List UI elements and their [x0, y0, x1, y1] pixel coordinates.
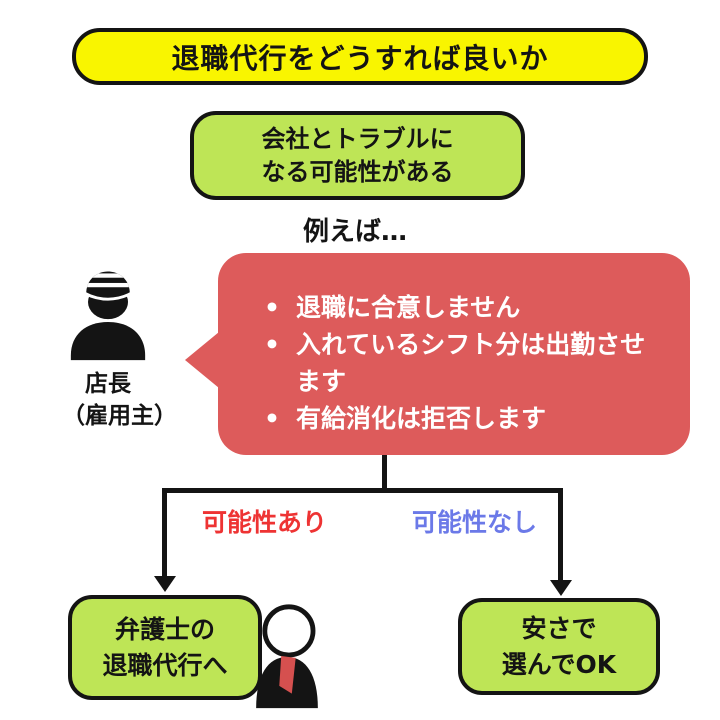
list-item: • 有給消化は拒否します — [264, 400, 662, 437]
bullet-icon: • — [264, 293, 280, 322]
bubble-item-2: 入れているシフト分は出勤させます — [296, 330, 646, 396]
title-box: 退職代行をどうすれば良いか — [72, 28, 648, 85]
connector-right-vertical — [558, 488, 563, 582]
speech-bullet-list: • 退職に合意しません • 入れているシフト分は出勤させます • 有給消化は拒否… — [218, 253, 690, 437]
branch-label-not-possible: 可能性なし — [412, 508, 538, 537]
bullet-icon: • — [264, 330, 280, 359]
leaf-left-line-1: 弁護士の — [114, 614, 215, 644]
bullet-icon: • — [264, 404, 280, 433]
lawyer-person-icon — [252, 602, 322, 714]
bubble-item-3: 有給消化は拒否します — [296, 404, 547, 433]
manager-cap-person-icon — [65, 271, 151, 366]
speech-bubble-tail — [185, 332, 219, 388]
list-item: • 入れているシフト分は出勤させます — [264, 326, 662, 400]
leaf-left-line-2: 退職代行へ — [102, 650, 228, 680]
example-label: 例えば… — [303, 217, 408, 247]
arrow-down-right-icon — [550, 580, 572, 596]
manager-name: 店長 — [85, 371, 131, 397]
arrow-down-left-icon — [154, 576, 176, 592]
connector-stub — [382, 455, 387, 492]
page-title: 退職代行をどうすれば良いか — [171, 41, 549, 75]
connector-horizontal — [162, 488, 563, 493]
leaf-right-line-2: 選んでOK — [501, 649, 617, 679]
manager-figure: 店長 （雇用主） — [62, 262, 177, 430]
leaf-right-line-1: 安さで — [521, 613, 597, 643]
premise-line-2: なる可能性がある — [261, 157, 454, 186]
connector-left-vertical — [162, 488, 167, 578]
leaf-box-lawyer: 弁護士の 退職代行へ — [68, 595, 262, 700]
manager-role: （雇用主） — [62, 403, 177, 429]
leaf-box-cheap: 安さで 選んでOK — [458, 598, 660, 695]
premise-box: 会社とトラブルに なる可能性がある — [190, 111, 525, 200]
speech-bubble: • 退職に合意しません • 入れているシフト分は出勤させます • 有給消化は拒否… — [218, 253, 690, 455]
branch-label-possible: 可能性あり — [202, 508, 328, 537]
list-item: • 退職に合意しません — [264, 289, 662, 326]
bubble-item-1: 退職に合意しません — [296, 293, 521, 322]
premise-line-1: 会社とトラブルに — [261, 124, 454, 153]
